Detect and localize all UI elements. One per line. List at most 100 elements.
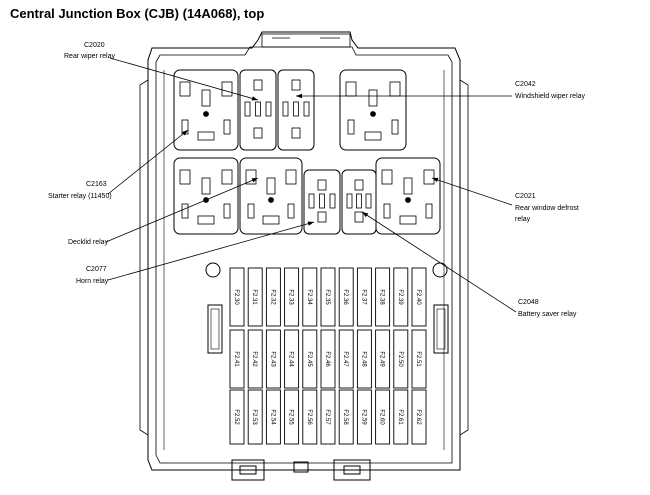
fuse-f2-30: F2.30 (229, 267, 245, 327)
c2021-code: C2021 (515, 193, 536, 200)
windshield-wiper-relay-socket (339, 69, 407, 151)
relay-pins (179, 79, 435, 225)
fuse-label: F2.48 (360, 351, 366, 367)
fuse-f2-52: F2.52 (229, 389, 245, 445)
fuse-f2-42: F2.42 (247, 329, 263, 389)
c2048-name: Battery saver relay (518, 311, 577, 318)
fuse-f2-53: F2.53 (247, 389, 263, 445)
fuse-label: F2.43 (269, 351, 275, 367)
leader-starter-relay (107, 129, 189, 195)
mini-relay-socket-1 (239, 69, 277, 151)
fuse-label: F2.50 (397, 351, 403, 367)
fuse-label: F2.62 (415, 409, 421, 425)
leader-lines (105, 57, 517, 313)
fuse-f2-50: F2.50 (393, 329, 409, 389)
decklid-name: Decklid relay (68, 239, 109, 246)
fuse-label: F2.33 (288, 289, 294, 305)
relay-terminals (179, 81, 233, 141)
fuse-label: F2.59 (360, 409, 366, 425)
fuse-label: F2.57 (324, 409, 330, 425)
fuse-f2-49: F2.49 (375, 329, 391, 389)
c2021-name-line2: relay (515, 216, 531, 223)
c2163-code: C2163 (86, 181, 107, 188)
fuse-label: F2.52 (233, 409, 239, 425)
fuse-f2-46: F2.46 (320, 329, 336, 389)
fuse-label: F2.36 (342, 289, 348, 305)
diagram-title: Central Junction Box (CJB) (14A068), top (10, 6, 265, 21)
fuse-label: F2.54 (269, 409, 275, 425)
fuse-f2-56: F2.56 (302, 389, 318, 445)
housing (139, 31, 469, 481)
fuse-label: F2.45 (306, 351, 312, 367)
c2077-code: C2077 (86, 266, 107, 273)
fuse-label: F2.46 (324, 351, 330, 367)
fuse-label: F2.44 (288, 351, 294, 367)
fuse-label: F2.34 (306, 289, 312, 305)
fuse-label: F2.32 (269, 289, 275, 305)
fuse-f2-45: F2.45 (302, 329, 318, 389)
fuse-f2-38: F2.38 (375, 267, 391, 327)
leader-rear-defrost-relay (431, 177, 513, 206)
fuse-f2-48: F2.48 (356, 329, 372, 389)
fuse-f2-51: F2.51 (411, 329, 427, 389)
fuse-label: F2.37 (360, 289, 366, 305)
leader-battery-saver-relay (361, 211, 517, 313)
c2042-code: C2042 (515, 81, 536, 88)
rear-wiper-relay-socket (173, 69, 239, 151)
relay-terminals (345, 81, 401, 141)
decklid-relay-socket (239, 157, 303, 235)
fuse-label: F2.41 (233, 351, 239, 367)
fuse-label: F2.60 (379, 409, 385, 425)
fuse-f2-33: F2.33 (284, 267, 300, 327)
fuse-f2-31: F2.31 (247, 267, 263, 327)
fuse-f2-43: F2.43 (265, 329, 281, 389)
fuse-label: F2.42 (251, 351, 257, 367)
c2077-name: Horn relay (76, 278, 109, 285)
fuse-label: F2.49 (379, 351, 385, 367)
rear-defrost-relay-socket (375, 157, 441, 235)
mini-relay-terminals (308, 179, 336, 223)
fuse-label: F2.35 (324, 289, 330, 305)
fuse-label: F2.58 (342, 409, 348, 425)
fuse-label: F2.38 (379, 289, 385, 305)
relay-terminals (179, 169, 233, 225)
fuse-f2-54: F2.54 (265, 389, 281, 445)
mini-relay-terminals (282, 79, 310, 139)
fuse-f2-61: F2.61 (393, 389, 409, 445)
c2163-name: Starter relay (11450) (48, 193, 112, 200)
starter-relay-socket (173, 157, 239, 235)
fuse-label: F2.40 (415, 289, 421, 305)
fuse-f2-55: F2.55 (284, 389, 300, 445)
leader-rear-wiper-relay (109, 57, 259, 101)
fuse-f2-36: F2.36 (338, 267, 354, 327)
fuse-label: F2.56 (306, 409, 312, 425)
fuse-label: F2.51 (415, 351, 421, 367)
fuse-f2-40: F2.40 (411, 267, 427, 327)
fuse-f2-34: F2.34 (302, 267, 318, 327)
fuse-label: F2.53 (251, 409, 257, 425)
fuse-label: F2.39 (397, 289, 403, 305)
fuse-f2-32: F2.32 (265, 267, 281, 327)
relay-terminals (245, 169, 297, 225)
c2042-name: Windshield wiper relay (515, 93, 586, 100)
fuse-label: F2.31 (251, 289, 257, 305)
fuse-label: F2.55 (288, 409, 294, 425)
fuse-f2-62: F2.62 (411, 389, 427, 445)
callout-labels: C2020 Rear wiper relay C2042 Windshield … (48, 42, 586, 318)
fuse-f2-57: F2.57 (320, 389, 336, 445)
fuse-f2-58: F2.58 (338, 389, 354, 445)
mini-relay-socket-2 (277, 69, 315, 151)
leader-decklid-relay (105, 177, 259, 243)
mini-relay-terminals (244, 79, 272, 139)
fuse-f2-35: F2.35 (320, 267, 336, 327)
relay-terminals (381, 169, 435, 225)
leader-horn-relay (107, 221, 315, 281)
c2020-name: Rear wiper relay (64, 53, 115, 60)
fuse-f2-37: F2.37 (356, 267, 372, 327)
fuse-label: F2.61 (397, 409, 403, 425)
fuse-f2-44: F2.44 (284, 329, 300, 389)
fuse-f2-41: F2.41 (229, 329, 245, 389)
mini-relay-terminals (346, 179, 372, 223)
c2021-name: Rear window defrost (515, 205, 579, 212)
